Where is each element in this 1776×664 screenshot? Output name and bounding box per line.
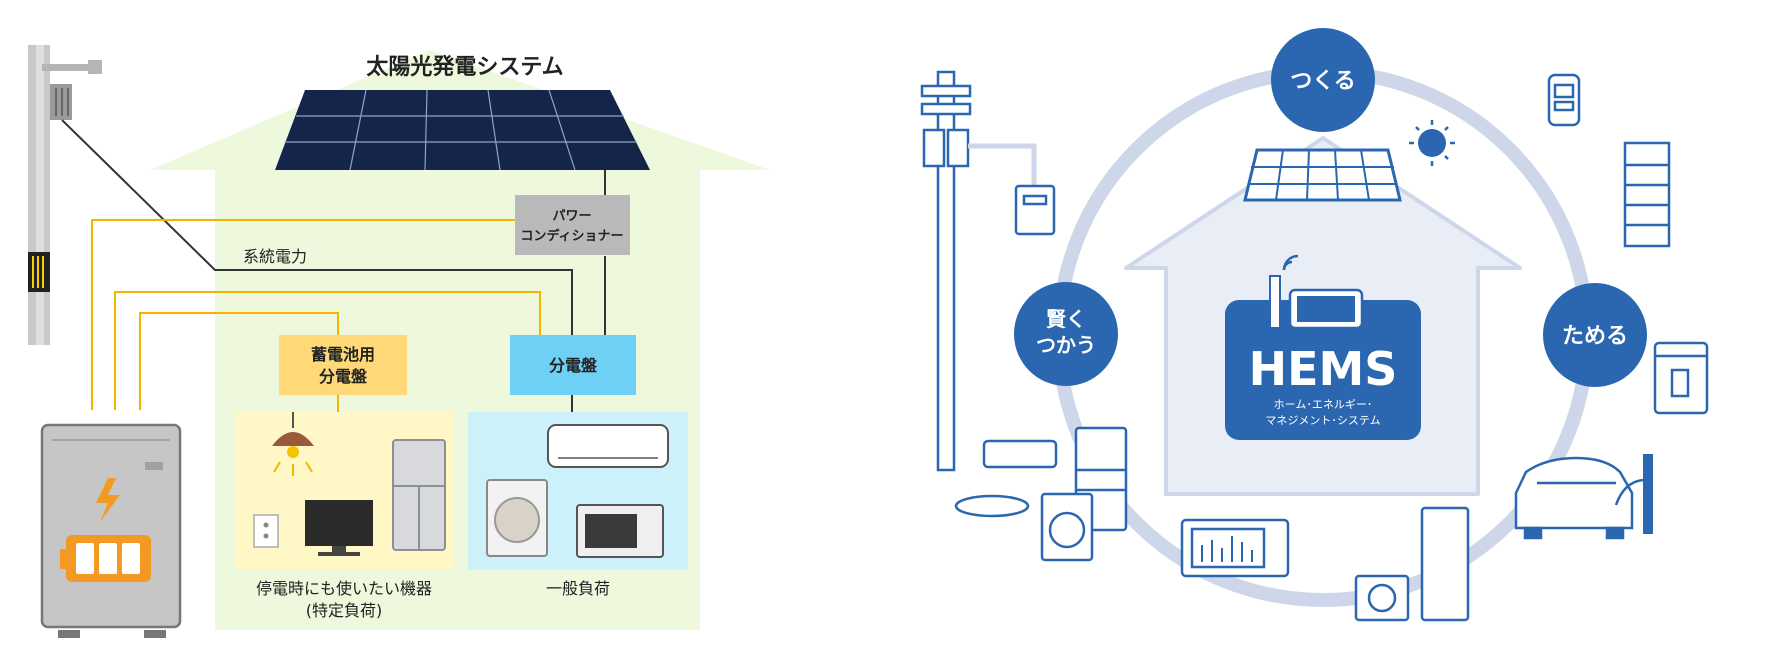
store-label: ためる [1562, 324, 1628, 349]
refrigerator-icon [392, 439, 446, 551]
battery-panel-label-2: 分電盤 [319, 367, 368, 386]
specific-load-label-2: (特定負荷) [306, 601, 383, 620]
specific-load-label-1: 停電時にも使いたい機器 [256, 579, 432, 598]
use-badge [1014, 282, 1118, 386]
power-conditioner-box [515, 195, 630, 255]
hems-solar-panel-icon [1243, 148, 1402, 202]
wall-outlet-icon [253, 514, 279, 548]
store-badge [1543, 283, 1647, 387]
microwave-icon [576, 504, 664, 558]
hems-title: HEMS [1249, 342, 1398, 396]
use-label-1: 賢く [1046, 307, 1086, 331]
ev-charger-icon [1614, 454, 1653, 534]
hems-air-conditioner-icon [982, 439, 1058, 469]
hems-subtitle-1: ホーム･エネルギー･ [1274, 398, 1373, 411]
home-battery-icon [1653, 341, 1709, 415]
television-icon [305, 500, 373, 556]
hems-utility-pole-icon [920, 70, 972, 472]
make-label: つくる [1290, 69, 1356, 94]
lightning-icon [96, 478, 120, 522]
distribution-board-box [510, 335, 636, 395]
apartment-building-icon [1623, 141, 1671, 248]
wifi-icon [1282, 254, 1299, 271]
utility-pole [28, 45, 102, 345]
wiring [61, 119, 606, 412]
storage-battery-unit [40, 423, 182, 638]
hems-subtitle-2: マネジメント･システム [1265, 414, 1380, 427]
hems-center-box [1225, 300, 1421, 440]
battery-icon [60, 535, 151, 582]
hems-ceiling-light-icon [954, 494, 1030, 518]
air-conditioner-icon [547, 424, 669, 468]
grid-power-label: 系統電力 [243, 247, 307, 266]
power-conditioner-label-1: パワー [552, 209, 591, 224]
hems-washing-machine-icon [1040, 492, 1094, 562]
electric-meter-icon [1014, 184, 1056, 236]
solar-system-diagram: 太陽光発電システム パワー コンディショナー 系統電力 蓄電池用 分電盤 分電盤 [0, 0, 880, 664]
solar-panel [275, 89, 650, 171]
battery-panel-box [279, 335, 407, 395]
general-load-label: 一般負荷 [546, 579, 610, 598]
washing-machine-icon [486, 479, 548, 557]
gas-meter-icon [1547, 73, 1581, 127]
power-conditioner-label-2: コンディショナー [520, 228, 623, 244]
battery-panel-label-1: 蓄電池用 [311, 345, 375, 364]
sun-icon [1409, 120, 1455, 166]
solar-title: 太陽光発電システム [366, 55, 563, 80]
ceiling-lamp-icon [272, 412, 314, 476]
energy-monitor-icon [1180, 518, 1290, 578]
electric-vehicle-icon [1514, 456, 1634, 540]
heat-pump-water-heater-icon [1354, 506, 1470, 622]
hems-diagram: つくる ためる 賢く つかう [880, 0, 1776, 664]
pole-to-meter-wire [968, 143, 1037, 186]
use-label-2: つかう [1036, 333, 1096, 357]
hems-controller-icon [1269, 275, 1364, 330]
distribution-board-label: 分電盤 [549, 356, 598, 375]
make-badge [1271, 28, 1375, 132]
